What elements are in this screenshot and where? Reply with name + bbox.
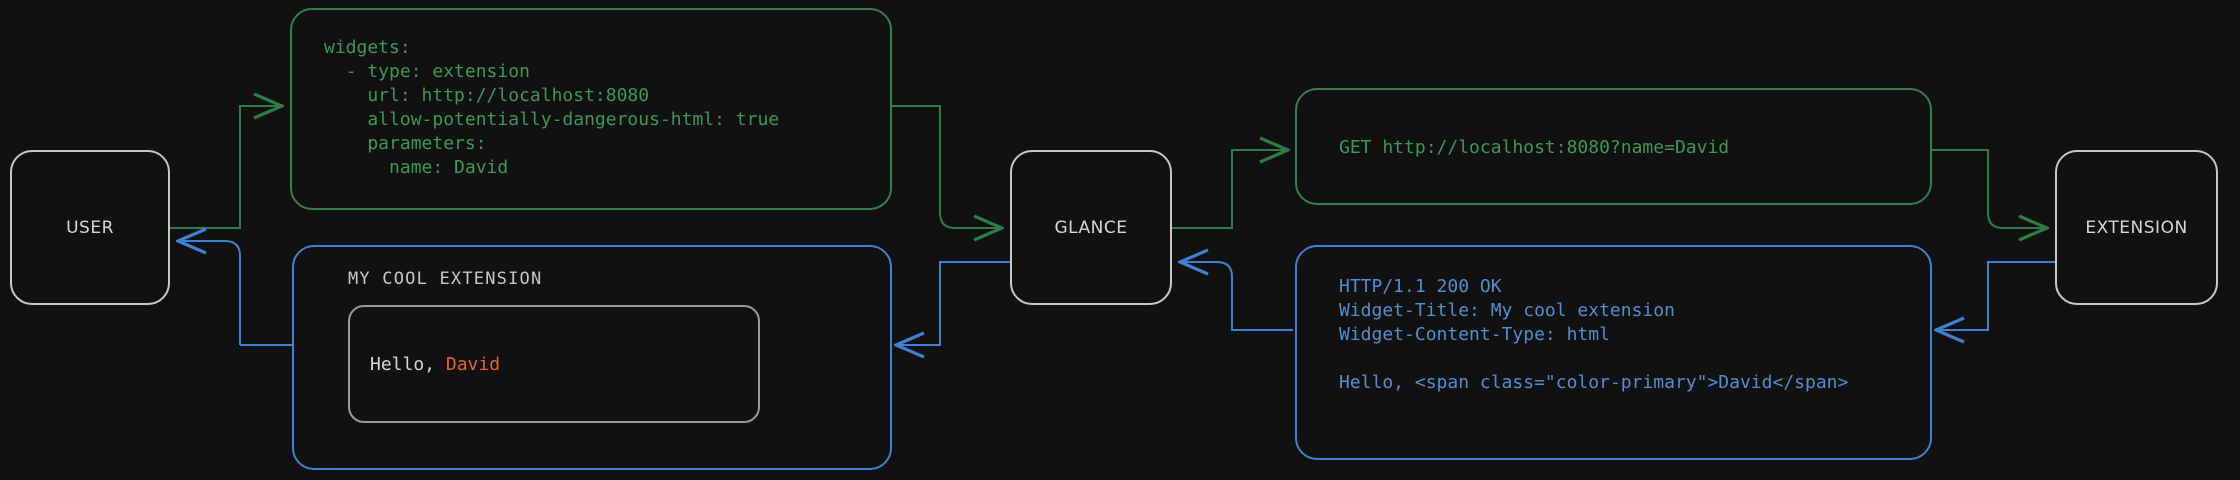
widget-greeting-name: David bbox=[445, 353, 501, 375]
config-line-5: parameters: bbox=[324, 133, 487, 154]
wire-response-to-glance bbox=[1180, 262, 1293, 331]
request-line-1: GET http://localhost:8080?name=David bbox=[1339, 137, 1730, 158]
wire-glance-to-request bbox=[1172, 150, 1288, 229]
widget-preview-card[interactable]: Hello, David bbox=[348, 305, 760, 423]
node-user-label: USER bbox=[66, 217, 114, 238]
response-line-1: HTTP/1.1 200 OK bbox=[1339, 276, 1502, 297]
node-extension[interactable]: EXTENSION bbox=[2055, 150, 2218, 305]
widget-preview-greeting: Hello, David bbox=[350, 354, 500, 375]
config-line-2: - type: extension bbox=[324, 61, 530, 82]
node-user[interactable]: USER bbox=[10, 150, 170, 305]
widget-preview-title: MY COOL EXTENSION bbox=[348, 269, 543, 289]
config-line-3: url: http://localhost:8080 bbox=[324, 85, 650, 106]
wire-extension-to-response bbox=[1936, 261, 2055, 330]
node-extension-label: EXTENSION bbox=[2085, 217, 2188, 238]
wire-config-to-glance bbox=[892, 105, 1002, 228]
response-line-3: Widget-Content-Type: html bbox=[1339, 324, 1610, 345]
wire-user-to-config bbox=[170, 106, 282, 229]
config-line-1: widgets: bbox=[324, 37, 411, 58]
widget-preview-box: MY COOL EXTENSION Hello, David bbox=[292, 245, 892, 470]
http-request-box: GET http://localhost:8080?name=David bbox=[1295, 88, 1932, 205]
config-line-6: name: David bbox=[324, 157, 509, 178]
config-yaml-box: widgets: - type: extension url: http://l… bbox=[290, 8, 892, 210]
http-response-box: HTTP/1.1 200 OK Widget-Title: My cool ex… bbox=[1295, 245, 1932, 460]
response-line-4 bbox=[1339, 347, 1930, 371]
node-glance-label: GLANCE bbox=[1054, 217, 1128, 238]
config-line-4: allow-potentially-dangerous-html: true bbox=[324, 109, 780, 130]
wire-glance-to-widget bbox=[896, 261, 1010, 345]
wire-widget-to-user bbox=[178, 241, 241, 345]
node-glance[interactable]: GLANCE bbox=[1010, 150, 1172, 305]
response-line-2: Widget-Title: My cool extension bbox=[1339, 300, 1675, 321]
widget-greeting-prefix: Hello, bbox=[370, 353, 446, 375]
wire-request-to-extension bbox=[1932, 149, 2047, 228]
response-line-5: Hello, <span class="color-primary">David… bbox=[1339, 372, 1849, 393]
